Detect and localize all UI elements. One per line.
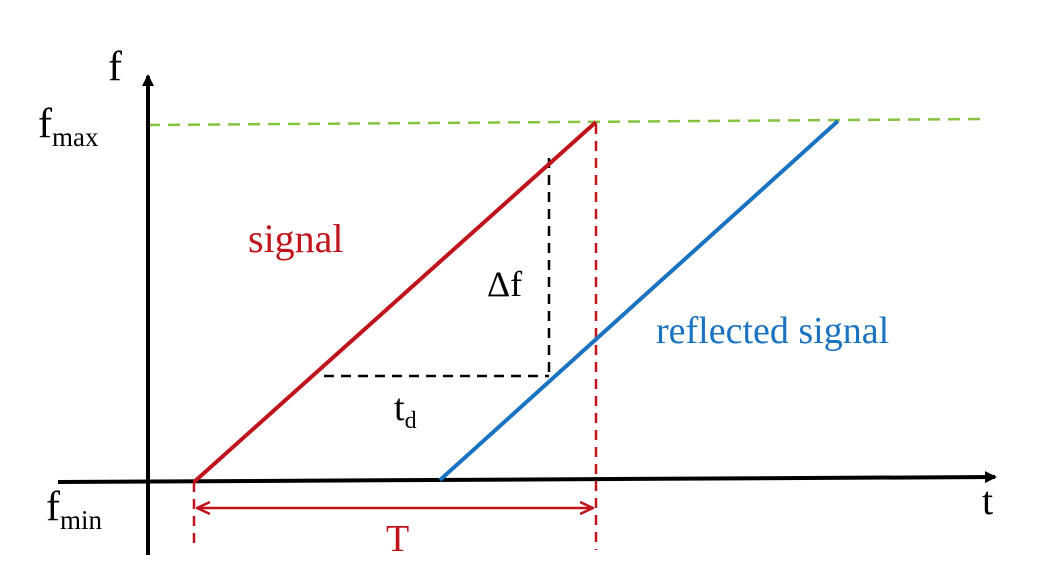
period-label: T	[386, 518, 409, 560]
reflected-signal-label: reflected signal	[656, 310, 889, 352]
fmax-label: fmax	[38, 101, 99, 152]
fmin-label: fmin	[46, 484, 103, 535]
fmax-guide-line	[147, 117, 986, 127]
td-label: td	[394, 387, 417, 434]
delta-f-label: Δf	[487, 264, 522, 304]
y-axis-label: f	[108, 44, 122, 90]
x-axis	[57, 471, 997, 484]
signal-label: signal	[248, 216, 344, 261]
x-axis-label: t	[982, 478, 993, 523]
signal-chirp-line	[192, 120, 598, 484]
reflected-chirp-line	[438, 119, 840, 482]
